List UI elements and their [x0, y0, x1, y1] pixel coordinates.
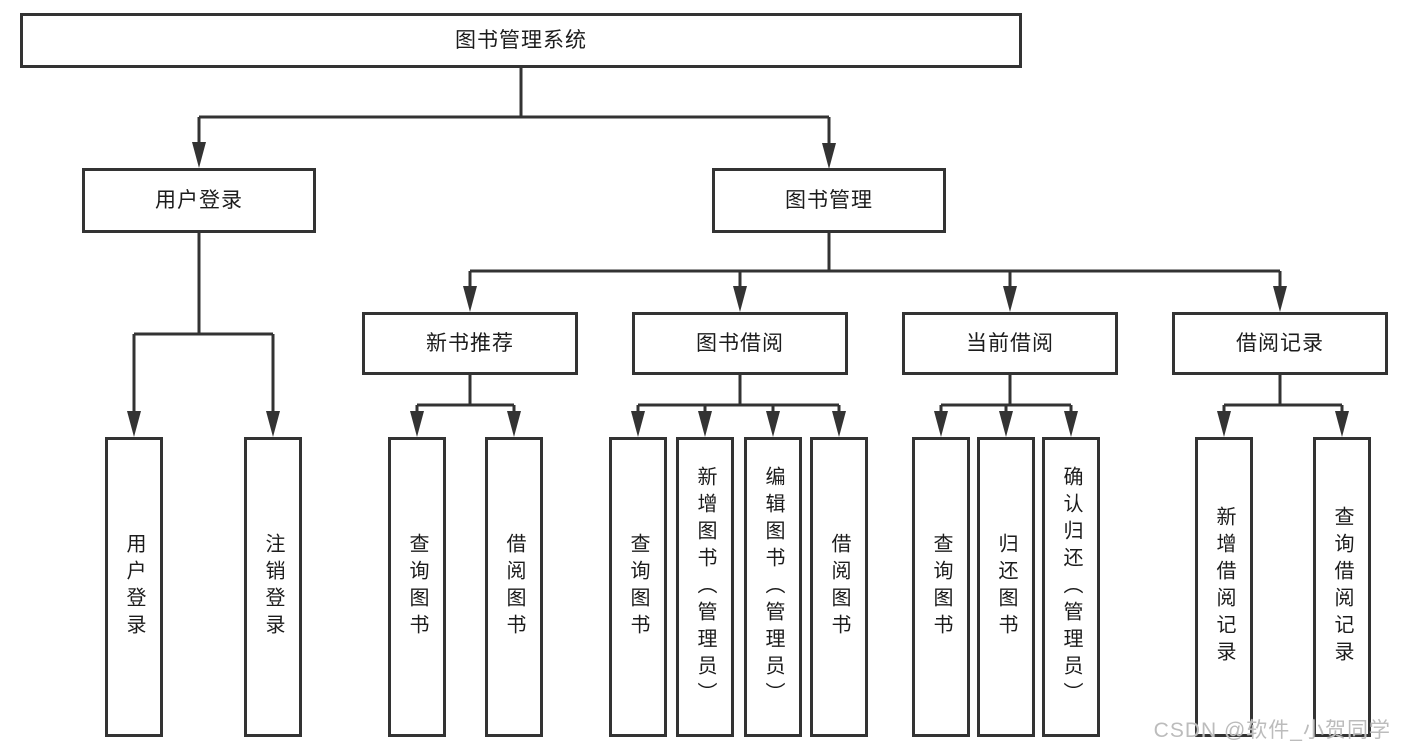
node-new-book-recommendation: 新书推荐	[362, 312, 578, 375]
node-query-books-current: 查询图书	[912, 437, 970, 737]
node-borrow-books-recommend: 借阅图书	[485, 437, 543, 737]
node-confirm-return-admin: 确认归还（管理员）	[1042, 437, 1100, 737]
node-return-books: 归还图书	[977, 437, 1035, 737]
node-current-borrowing: 当前借阅	[902, 312, 1118, 375]
node-edit-books-admin: 编辑图书（管理员）	[744, 437, 802, 737]
node-book-borrowing: 图书借阅	[632, 312, 848, 375]
node-query-books-borrowing: 查询图书	[609, 437, 667, 737]
node-user-login-leaf: 用户登录	[105, 437, 163, 737]
node-borrow-books-borrowing: 借阅图书	[810, 437, 868, 737]
node-add-borrow-record: 新增借阅记录	[1195, 437, 1253, 737]
node-book-management: 图书管理	[712, 168, 946, 233]
node-borrowing-records: 借阅记录	[1172, 312, 1388, 375]
node-add-books-admin: 新增图书（管理员）	[676, 437, 734, 737]
node-query-borrow-record: 查询借阅记录	[1313, 437, 1371, 737]
watermark: CSDN @软件_小贺同学	[1153, 719, 1391, 742]
node-user-login: 用户登录	[82, 168, 316, 233]
node-library-system: 图书管理系统	[20, 13, 1022, 68]
node-logout-leaf: 注销登录	[244, 437, 302, 737]
node-query-books-recommend: 查询图书	[388, 437, 446, 737]
